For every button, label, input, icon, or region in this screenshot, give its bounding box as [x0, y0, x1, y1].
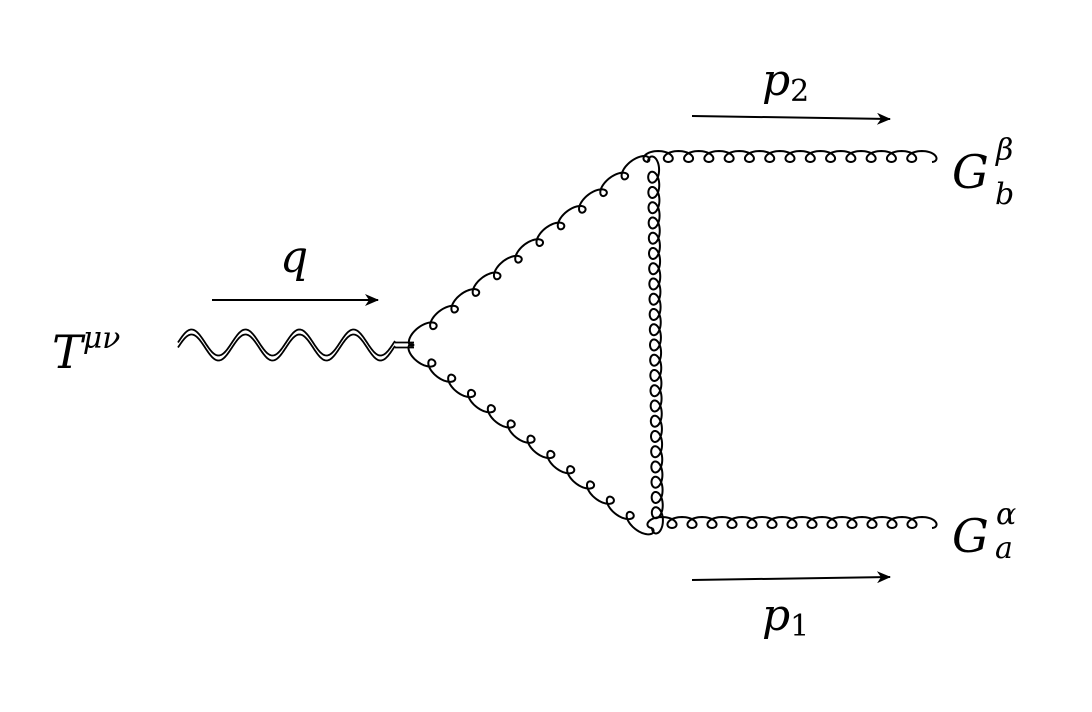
label-out-top-base: G [952, 145, 989, 199]
label-p2: p2 [762, 55, 809, 109]
gluon-coil [407, 343, 655, 536]
gluon-coil [642, 149, 938, 164]
gluon-lower-left [407, 343, 655, 536]
gluon-vertical [647, 155, 664, 535]
gluon-out-top [642, 149, 938, 164]
label-out-bottom-base: G [952, 509, 989, 563]
arrow-p1 [691, 571, 891, 584]
label-out-top-sup: β [995, 133, 1013, 168]
label-source: Tμν [52, 321, 120, 379]
graviton-wave [177, 328, 396, 357]
arrow-p2 [691, 112, 891, 125]
label-out-bottom-sup: α [996, 497, 1016, 532]
gluon-coil [646, 515, 938, 530]
gluon-upper-left [407, 155, 651, 347]
graviton-wave [177, 333, 396, 362]
gluon-coil [407, 155, 651, 347]
gluon-out-bottom [646, 515, 938, 530]
gluon-coil [647, 155, 664, 535]
graviton-line [177, 328, 414, 362]
label-out-top-sub: b [995, 177, 1014, 212]
label-p1: p1 [762, 590, 809, 644]
label-q: q [280, 232, 308, 283]
label-out-bottom-sub: a [995, 531, 1013, 566]
